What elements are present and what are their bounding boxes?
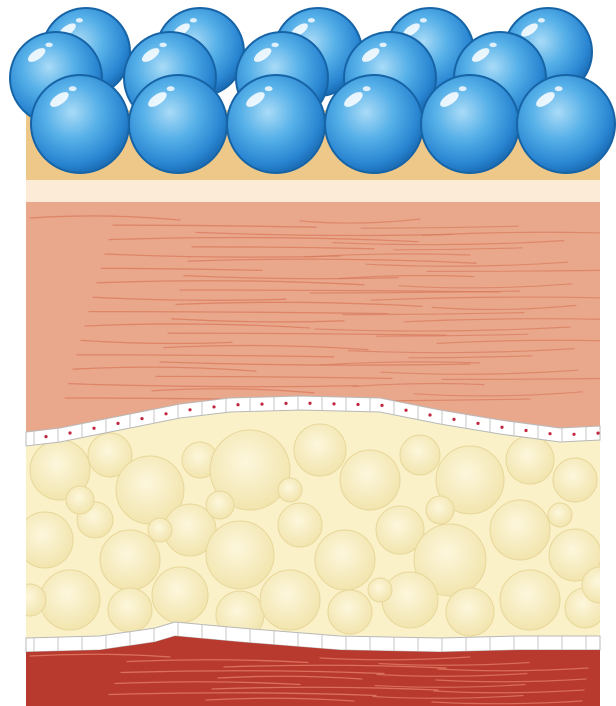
droplet-glint xyxy=(420,18,427,22)
cell-nucleus xyxy=(548,432,551,435)
fat-cell xyxy=(426,496,454,524)
cell-nucleus xyxy=(524,429,527,432)
cell-nucleus xyxy=(404,409,407,412)
water-droplet-icon xyxy=(421,75,519,173)
droplet-glint xyxy=(538,18,545,22)
cell-nucleus xyxy=(308,402,311,405)
cell-nucleus xyxy=(236,403,239,406)
fat-cell xyxy=(328,590,372,634)
droplet-glint xyxy=(271,43,278,48)
fat-cell xyxy=(400,435,440,475)
fat-cell xyxy=(66,486,94,514)
droplet-glint xyxy=(159,43,166,48)
droplet-glint xyxy=(555,86,563,91)
droplet-glint xyxy=(167,86,175,91)
droplet-body xyxy=(517,75,615,173)
cell-nucleus xyxy=(212,405,215,408)
droplet-glint xyxy=(308,18,315,22)
cell-nucleus xyxy=(500,426,503,429)
cell-nucleus xyxy=(260,402,263,405)
droplet-body xyxy=(129,75,227,173)
fat-cell xyxy=(14,584,46,616)
cell-nucleus xyxy=(92,427,95,430)
droplet-glint xyxy=(69,86,77,91)
droplet-body xyxy=(325,75,423,173)
cell-nucleus xyxy=(332,402,335,405)
fat-cell xyxy=(490,500,550,560)
fat-cell xyxy=(108,588,152,632)
cell-nucleus xyxy=(116,422,119,425)
fat-cell xyxy=(368,578,392,602)
fat-cell xyxy=(206,491,234,519)
cell-nucleus xyxy=(356,403,359,406)
cell-nucleus xyxy=(68,431,71,434)
fat-cell xyxy=(315,530,375,590)
droplet-body xyxy=(227,75,325,173)
fat-cell xyxy=(152,567,208,623)
fat-cell xyxy=(206,521,274,589)
cell-nucleus xyxy=(380,404,383,407)
droplet-glint xyxy=(489,43,496,48)
fat-cell xyxy=(294,424,346,476)
pale-band xyxy=(26,180,600,202)
droplet-glint xyxy=(45,43,52,48)
cell-nucleus xyxy=(164,412,167,415)
fat-cell xyxy=(506,436,554,484)
fat-cell xyxy=(17,512,73,568)
fat-cell xyxy=(500,570,560,630)
droplet-body xyxy=(421,75,519,173)
fat-cell xyxy=(553,458,597,502)
droplets xyxy=(10,8,615,173)
fat-cell xyxy=(100,530,160,590)
droplet-glint xyxy=(76,18,83,22)
fat-cell xyxy=(40,570,100,630)
cell-nucleus xyxy=(476,422,479,425)
cell-nucleus xyxy=(428,413,431,416)
droplet-body xyxy=(31,75,129,173)
water-droplet-icon xyxy=(517,75,615,173)
cell-nucleus xyxy=(596,432,599,435)
water-droplet-icon xyxy=(129,75,227,173)
cell-nucleus xyxy=(44,435,47,438)
cell-nucleus xyxy=(284,402,287,405)
fat-cell xyxy=(446,588,494,636)
fat-cell xyxy=(548,503,572,527)
fat-cell xyxy=(340,450,400,510)
water-droplet-icon xyxy=(227,75,325,173)
fat-cell xyxy=(582,567,616,603)
cell-nucleus xyxy=(188,408,191,411)
cell-nucleus xyxy=(452,418,455,421)
fat-cell xyxy=(278,503,322,547)
fat-cell xyxy=(278,478,302,502)
droplet-glint xyxy=(459,86,467,91)
cell-nucleus xyxy=(572,433,575,436)
droplet-glint xyxy=(190,18,197,22)
fat-cell xyxy=(382,572,438,628)
water-droplet-icon xyxy=(325,75,423,173)
fat-cell xyxy=(260,570,320,630)
droplet-glint xyxy=(363,86,371,91)
cell-nucleus xyxy=(140,417,143,420)
fat-cell xyxy=(148,518,172,542)
water-droplet-icon xyxy=(31,75,129,173)
droplet-glint xyxy=(265,86,273,91)
droplet-glint xyxy=(379,43,386,48)
